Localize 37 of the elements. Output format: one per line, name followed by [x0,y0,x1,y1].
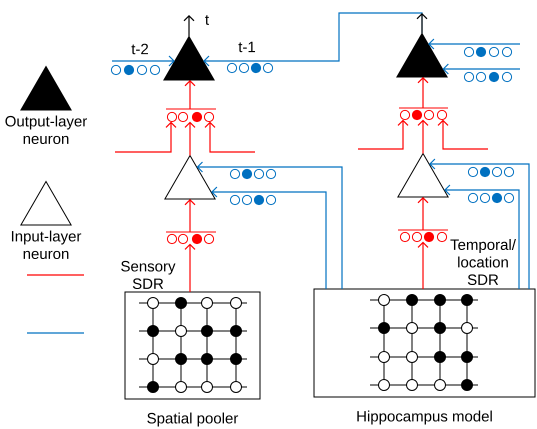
arrow [184,80,196,109]
node-label: Hippocampus model [357,410,492,425]
node-label: Output-layer neuron [5,116,88,144]
sdr-drawing [398,230,448,242]
arrow [444,184,520,289]
hippocampus-model-box: Hippocampus model [314,288,536,424]
arrow [438,120,488,150]
arrow [112,56,175,66]
arrow [196,162,343,289]
arrow [204,122,255,153]
arrow [358,120,408,150]
arrow [416,13,428,34]
arrow [418,197,428,230]
sdr-drawing [166,108,216,122]
arrow [184,15,194,36]
spatial-pooler-box: Spatial pooler [124,292,260,426]
arrow [428,38,520,50]
arrow [115,122,176,153]
node-label: Spatial pooler [147,412,238,427]
arrow [418,77,428,108]
sdr-label: Sensory SDR [121,260,176,290]
sdr-drawing [166,232,216,244]
edge-label: t [204,14,210,26]
arrow [429,158,530,289]
node-label: Input-layer neuron [12,230,82,260]
arrow [184,122,196,156]
arrow [418,120,428,154]
arrow [184,244,196,292]
arrow [418,242,428,289]
arrow [442,64,520,74]
arrow [203,12,423,66]
sdr-label: Temporal/ location SDR [450,239,516,285]
edge-label: t-1 [237,40,257,54]
edge-label: t-2 [130,42,150,56]
arrow [211,186,327,289]
sdr-drawing [398,108,448,120]
arrow [184,199,196,232]
